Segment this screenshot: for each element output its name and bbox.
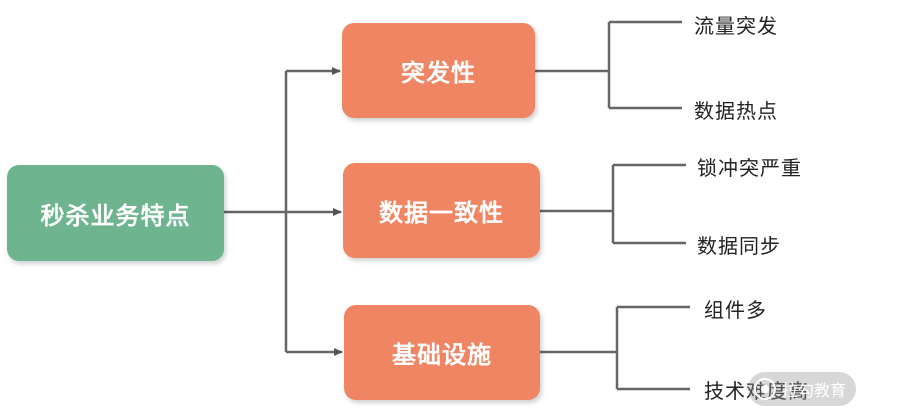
branch-node-label: 数据一致性 — [379, 199, 504, 227]
watermark: 拉勾教育 — [748, 372, 857, 406]
lagou-logo-icon — [754, 378, 776, 400]
leaf-traffic-burst: 流量突发 — [694, 14, 778, 38]
leaf-hot-data: 数据热点 — [694, 99, 778, 123]
branch-node-infrastructure: 基础设施 — [344, 305, 540, 400]
leaf-data-sync: 数据同步 — [697, 234, 781, 258]
root-node-label: 秒杀业务特点 — [40, 201, 191, 230]
leaf-many-components: 组件多 — [704, 298, 767, 322]
root-node: 秒杀业务特点 — [7, 165, 224, 261]
branch-node-label: 突发性 — [401, 59, 476, 87]
branch-node-burst: 突发性 — [342, 23, 535, 118]
watermark-text: 拉勾教育 — [782, 381, 847, 400]
branch-node-label: 基础设施 — [392, 341, 492, 369]
branch-node-consistency: 数据一致性 — [343, 163, 540, 258]
leaf-lock-contention: 锁冲突严重 — [697, 156, 802, 180]
